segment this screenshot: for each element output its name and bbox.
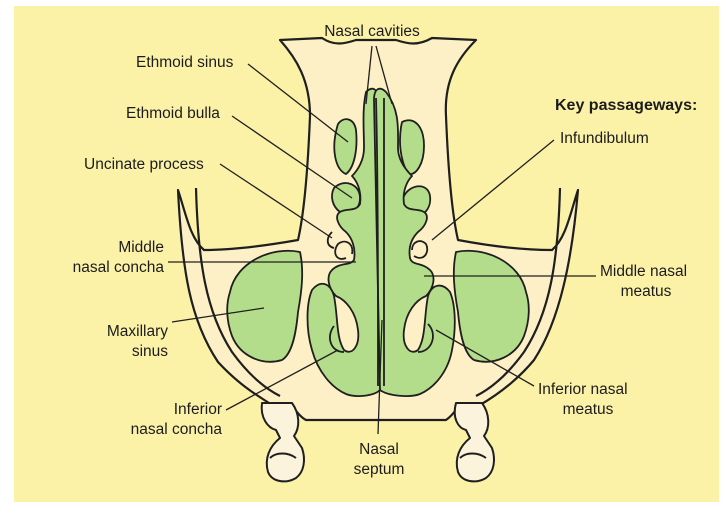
key-passageways-heading: Key passageways: xyxy=(555,96,697,115)
label-ethmoid-bulla: Ethmoid bulla xyxy=(126,104,220,123)
label-nasal-septum-line2: septum xyxy=(336,460,422,479)
label-inferior-nasal-meatus-line2: meatus xyxy=(538,400,638,419)
label-maxillary-sinus-line1: Maxillary xyxy=(60,322,168,341)
label-middle-nasal-concha-line1: Middle xyxy=(60,238,164,257)
label-maxillary-sinus-line2: sinus xyxy=(60,342,168,361)
label-nasal-cavities: Nasal cavities xyxy=(310,22,434,41)
label-middle-nasal-meatus-line1: Middle nasal xyxy=(600,262,687,281)
label-inferior-nasal-concha-line2: nasal concha xyxy=(100,420,222,439)
label-nasal-septum-line1: Nasal xyxy=(336,440,422,459)
label-inferior-nasal-concha-line1: Inferior xyxy=(100,400,222,419)
label-ethmoid-sinus: Ethmoid sinus xyxy=(136,53,233,72)
label-middle-nasal-meatus-line2: meatus xyxy=(600,282,692,301)
label-uncinate-process: Uncinate process xyxy=(84,155,204,174)
label-infundibulum: Infundibulum xyxy=(560,129,649,148)
label-inferior-nasal-meatus-line1: Inferior nasal xyxy=(538,380,628,399)
label-middle-nasal-concha-line2: nasal concha xyxy=(60,258,164,277)
